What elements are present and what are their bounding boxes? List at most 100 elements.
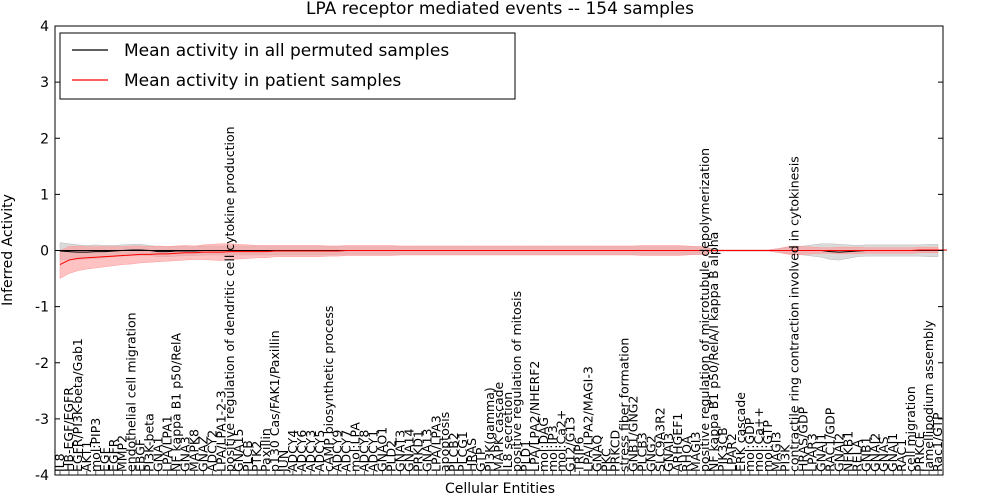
x-tick-label: GNAZ — [195, 436, 210, 472]
x-tick-label: LPA/LPA1-2-3 — [213, 390, 228, 472]
x-tick-label: positive regulation of microtubule depol… — [697, 148, 712, 472]
x-tick-label: ADCY4 — [285, 430, 300, 472]
x-tick-label: RAC1/GDP — [822, 407, 837, 472]
x-tick-label: PI3K-beta — [142, 413, 157, 472]
x-tick-label: ARHGEF1 — [670, 413, 685, 472]
legend: Mean activity in all permuted samplesMea… — [59, 32, 516, 100]
x-tick-label: GNAI1 — [885, 433, 900, 472]
x-tick-label: PLCB3 — [634, 432, 649, 472]
x-tick-label: NF kappa B1 p50/RelA/I kappa B alpha — [706, 232, 721, 472]
y-tick-label: 1 — [40, 187, 49, 203]
x-tick-label: GNAI1 — [814, 433, 829, 472]
x-tick-label: PRKD1 — [410, 430, 425, 472]
x-tick-label: LPA/LPA1 — [160, 415, 175, 472]
x-tick-label: LPAR2 — [724, 433, 739, 472]
x-axis-label: Cellular Entities — [445, 481, 555, 497]
x-tick-label: GNA1 — [151, 436, 166, 472]
x-tick-label: ERK cascade — [733, 392, 748, 472]
x-tick-label: ADCY7 — [339, 430, 354, 472]
x-tick-label: MAGI3 — [769, 432, 784, 472]
x-tick-label: MAPK8 — [186, 429, 201, 472]
x-tick-label: mol:PIP3 — [88, 418, 103, 472]
x-tick-label: RAC1 — [894, 439, 909, 472]
x-tick-label: PRKCE — [912, 432, 927, 472]
y-tick-label: -4 — [35, 468, 49, 484]
x-tick-label: TRIP6 — [572, 436, 587, 473]
series-band-1 — [59, 243, 939, 279]
x-tick-label: HRAS — [464, 438, 479, 472]
x-tick-label: MAPK cascade — [491, 381, 506, 472]
x-tick-label: PIK3CB — [715, 427, 730, 472]
x-tick-label: LPA/LPA2/NHERF2 — [527, 361, 542, 472]
x-tick-label: PLD2 — [383, 440, 398, 472]
x-tick-label: mol:Ca2+ — [554, 410, 569, 472]
x-tick-label: PLD1 — [518, 440, 533, 472]
y-tick-label: -2 — [35, 356, 49, 372]
x-tick-label: ADCY9 — [330, 430, 345, 472]
y-tick-label: -1 — [35, 300, 49, 316]
x-tick-label: AKT1 — [79, 441, 94, 472]
x-tick-label: ADCY8 — [357, 430, 372, 472]
x-tick-label: apoptosis — [437, 412, 452, 472]
x-tick-label: GNG2 — [643, 435, 658, 472]
x-tick-label: GNA13 — [419, 429, 434, 473]
x-tick-label: positive regulation of mitosis — [509, 291, 524, 472]
x-tick-label: cell migration — [903, 386, 918, 472]
x-tick-label: IL8 secretion — [500, 392, 515, 472]
x-tick-label: SLC9A3R2 — [652, 407, 667, 472]
x-tick-label: ADCY2 — [204, 430, 219, 472]
x-tick-label: GNB1/GNG2 — [625, 396, 640, 472]
x-tick-label: JUN — [276, 450, 291, 473]
x-tick-label: NFKB1 — [840, 431, 855, 472]
x-tick-label: GNAS — [876, 436, 891, 472]
x-tick-label: EGFR/PI3K-beta/Gab1 — [70, 338, 85, 472]
y-tick-label: -3 — [35, 412, 49, 428]
x-tick-label: GTP — [473, 447, 488, 472]
x-tick-label: ADCY5 — [312, 430, 327, 472]
legend-box — [59, 32, 516, 100]
x-tick-label: endothelial cell migration — [124, 312, 139, 472]
x-tick-label: GNAI3 — [661, 433, 676, 472]
x-tick-label: GNA15 — [231, 429, 246, 473]
y-tick-label: 4 — [40, 19, 49, 35]
x-tick-label: HB-EGF/EGFR — [61, 387, 76, 472]
x-tick-label: RELA — [849, 439, 864, 472]
x-tick-label: GNAO1 — [375, 427, 390, 472]
x-tick-label: RHOA — [679, 435, 694, 472]
y-tick-label: 2 — [40, 131, 49, 147]
legend-label-0: Mean activity in all permuted samples — [124, 41, 449, 61]
legend-label-1: Mean activity in patient samples — [124, 71, 401, 91]
x-tick-label: GNAI2 — [831, 433, 846, 472]
x-tick-label: mol:LPA — [348, 422, 363, 472]
x-tick-label: Paxillin — [258, 428, 273, 472]
x-tick-label: LPAR3 — [805, 433, 820, 472]
x-tick-label: stress fiber formation — [616, 338, 631, 472]
x-tick-label: PLCB2 — [446, 432, 461, 472]
y-tick-label: 0 — [40, 244, 49, 260]
x-tick-label: GNAQ — [590, 435, 605, 472]
x-tick-label: PI3K — [778, 444, 793, 472]
x-tick-label: mol:GTP — [760, 420, 775, 472]
series-line-1 — [59, 249, 947, 265]
x-tick-label: contractile ring contraction involved in… — [787, 156, 802, 472]
x-tick-label: cAMP biosynthetic process — [321, 306, 336, 472]
x-tick-label: mol:IP3 — [545, 425, 560, 472]
x-tick-label: MMP2 — [115, 435, 130, 472]
x-tick-label: EBGF — [133, 439, 148, 472]
x-tick-label: NF kappa B1 p50/RelA — [168, 332, 183, 472]
x-tick-label: LPA/LPA3 — [428, 415, 443, 472]
x-tick-label: G12/G13 — [563, 417, 578, 472]
x-tick-label: positive regulation of dendritic cell cy… — [222, 126, 237, 472]
x-tick-label: GNAT3 — [392, 430, 407, 472]
x-tick-label: MAGI3 — [688, 432, 703, 472]
x-tick-label: EGF — [97, 447, 112, 472]
x-tick-label: ADCY6 — [294, 430, 309, 472]
plot-area: -4-3-2-101234IL8HB-EGF/EGFREGFR/PI3K-bet… — [35, 19, 947, 484]
y-tick-label: 3 — [40, 75, 49, 91]
x-tick-label: PRKCD — [607, 430, 622, 472]
x-tick-label: GNA14 — [401, 428, 416, 472]
chart-title: LPA receptor mediated events -- 154 samp… — [306, 0, 694, 19]
x-tick-label: PI3K(gamma) — [482, 387, 497, 472]
x-tick-label: mol:Ca++ — [751, 407, 766, 472]
